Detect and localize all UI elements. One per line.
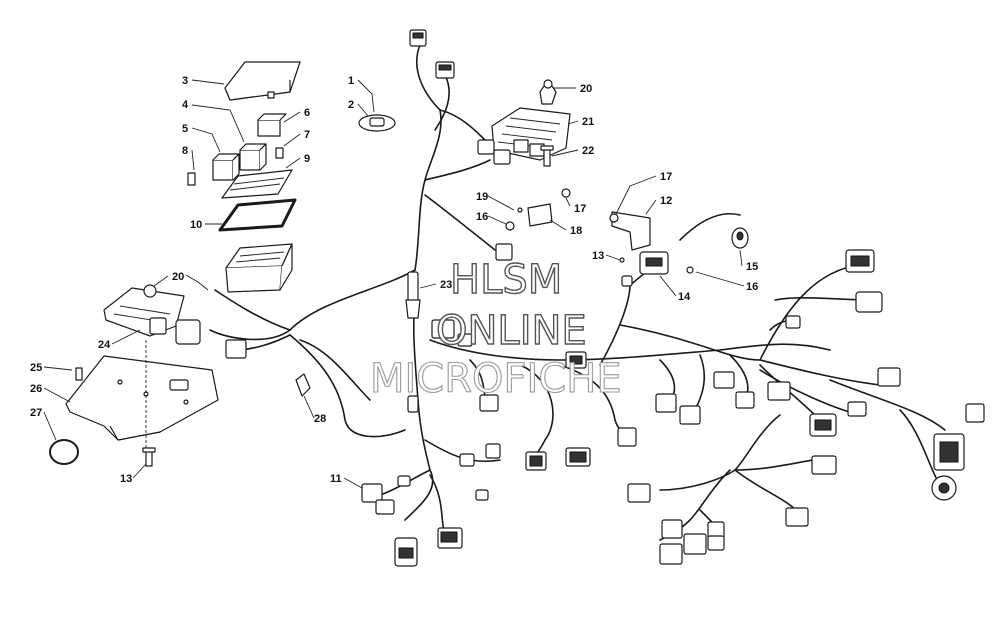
top-connector-right — [435, 61, 455, 79]
watermark-line-3: MICROFICHE — [370, 356, 622, 402]
callout-3: 3 — [182, 75, 188, 87]
relay-part-5 — [212, 153, 240, 181]
callout-26: 26 — [30, 383, 42, 395]
callout-28: 28 — [314, 413, 326, 425]
callout-20-lower: 20 — [172, 271, 184, 283]
fuse-box-base — [225, 243, 293, 293]
ecu-part-24 — [103, 284, 201, 345]
relay-part-4 — [239, 143, 267, 171]
connector-part-11 — [361, 483, 395, 515]
callout-4: 4 — [182, 99, 189, 111]
fuse-part-7 — [275, 147, 284, 159]
clip-part-28 — [295, 373, 311, 397]
mounting-plate-part-26 — [65, 355, 219, 441]
ecu-side-connector — [225, 339, 247, 359]
callout-16-left: 16 — [476, 211, 488, 223]
gasket-part-10 — [218, 198, 297, 232]
right-connectors — [627, 249, 985, 565]
plug-part-15 — [731, 227, 749, 249]
callout-9: 9 — [304, 153, 310, 165]
o2-sensor-part-23 — [405, 271, 421, 413]
sensor-clip-part-1-2 — [358, 114, 396, 132]
callout-10: 10 — [190, 219, 202, 231]
callout-25: 25 — [30, 362, 42, 374]
center-connectors — [431, 243, 637, 471]
watermark: HLSM ONLINE MICROFICHE — [369, 256, 622, 402]
callout-19: 19 — [476, 191, 488, 203]
callout-11: 11 — [330, 473, 342, 485]
callout-27: 27 — [30, 407, 42, 419]
fuse-label-part-9 — [221, 169, 293, 199]
callout-16-right: 16 — [746, 281, 758, 293]
callout-17-lower: 17 — [574, 203, 586, 215]
regulator-connectors — [477, 139, 511, 165]
leader-lines — [43, 79, 745, 489]
mini-relay-part-6 — [257, 113, 287, 137]
callout-15: 15 — [746, 261, 758, 273]
callout-6: 6 — [304, 107, 310, 119]
watermark-line-1: HLSM — [450, 257, 562, 303]
fuse-box-cover-part-3 — [224, 61, 301, 101]
callout-8: 8 — [182, 145, 188, 157]
callout-21: 21 — [582, 116, 594, 128]
callout-18: 18 — [570, 225, 582, 237]
callout-24: 24 — [98, 339, 111, 351]
lower-left-connector-group — [394, 443, 501, 567]
top-connector-left — [409, 29, 427, 47]
screw-part-13-lower — [142, 447, 156, 467]
callout-13-lower: 13 — [120, 473, 132, 485]
callout-17-upper: 17 — [660, 171, 672, 183]
fuse-part-8 — [187, 172, 196, 186]
bracket-part-12 — [611, 211, 651, 251]
nut-part-20-upper — [539, 79, 557, 105]
callout-20-upper: 20 — [580, 83, 592, 95]
screw-part-25 — [75, 367, 83, 381]
module-part-14 — [639, 251, 669, 275]
callout-12: 12 — [660, 195, 672, 207]
clamp-part-27 — [49, 439, 79, 465]
callout-14: 14 — [678, 291, 691, 303]
callout-7: 7 — [304, 129, 310, 141]
callout-23: 23 — [440, 279, 452, 291]
screw-part-22 — [540, 145, 554, 167]
callout-22: 22 — [582, 145, 594, 157]
callout-2: 2 — [348, 99, 354, 111]
callout-13-upper: 13 — [592, 250, 604, 262]
hardware-parts-16-19 — [505, 188, 694, 274]
watermark-line-2: ONLINE — [436, 308, 587, 354]
callout-labels: 1 2 3 4 5 6 7 8 9 10 11 12 13 13 14 15 1… — [30, 75, 758, 485]
callout-5: 5 — [182, 123, 188, 135]
callout-1: 1 — [348, 75, 354, 87]
